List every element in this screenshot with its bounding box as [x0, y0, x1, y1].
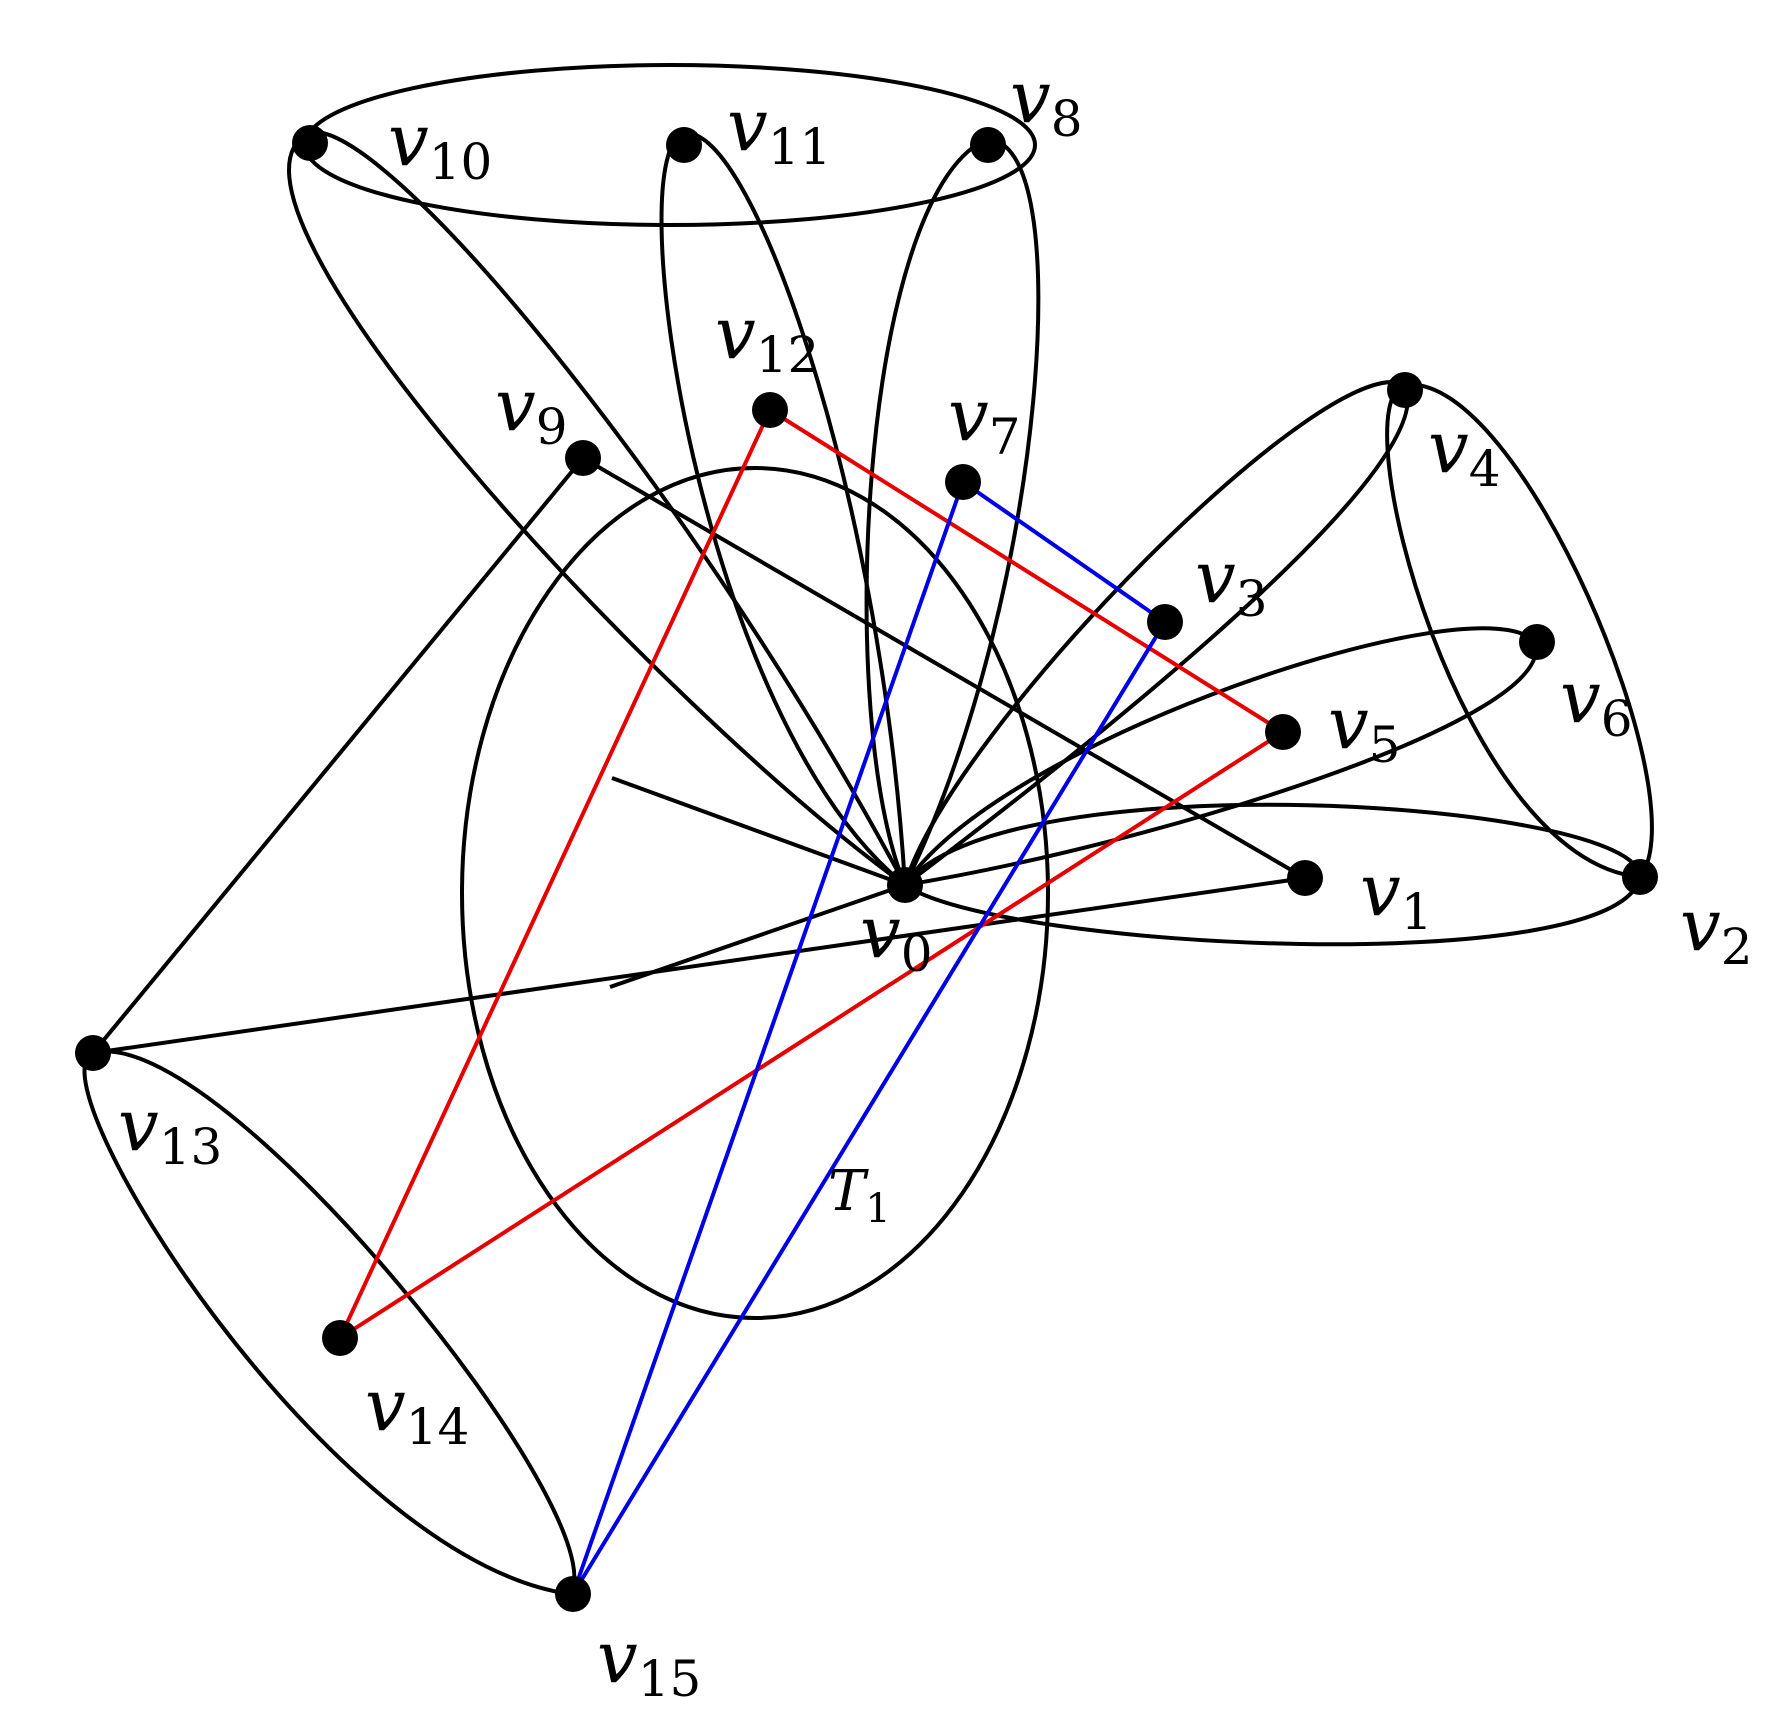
label-v2-sub: 2 [1721, 918, 1753, 976]
label-v9-letter: v [495, 363, 536, 447]
label-v1-letter: v [1360, 848, 1401, 932]
vertex-v10[interactable] [292, 125, 328, 161]
vertex-v5[interactable] [1265, 714, 1301, 750]
edge-v13-v1 [91, 876, 1307, 1055]
label-v5: v5 [1328, 681, 1401, 774]
label-v10-sub: 10 [429, 133, 493, 191]
vertex-v1[interactable] [1287, 860, 1323, 896]
v0-loops [82, 130, 1654, 1597]
edge-v12-v14 [338, 408, 772, 1340]
vertex-v11[interactable] [666, 127, 702, 163]
label-v12-sub: 12 [756, 326, 820, 384]
label-v2: v2 [1680, 883, 1753, 976]
label-v11-sub: 11 [768, 118, 832, 176]
vertex-v14[interactable] [322, 1320, 358, 1356]
label-v9-sub: 9 [536, 398, 568, 456]
edge-v5-v14 [338, 730, 1285, 1340]
region-label-sub: 1 [865, 1186, 890, 1232]
label-v13-sub: 13 [159, 1118, 223, 1176]
label-v12: v12 [715, 291, 819, 384]
label-v5-letter: v [1328, 681, 1369, 765]
label-v4-letter: v [1428, 405, 1469, 489]
edge-v3-v15 [571, 620, 1167, 1596]
label-v14-letter: v [365, 1363, 406, 1447]
label-v7-letter: v [948, 373, 989, 457]
stub-edge-upper [611, 776, 906, 887]
edge-v9-v13 [91, 456, 585, 1055]
label-v14-sub: 14 [406, 1398, 470, 1456]
vertex-v2[interactable] [1622, 859, 1658, 895]
loop-v0-v6 [903, 626, 1539, 887]
label-v15-sub: 15 [638, 1650, 702, 1708]
vertex-group [75, 125, 1658, 1612]
label-v1-sub: 1 [1401, 883, 1433, 941]
label-v1: v1 [1360, 848, 1433, 941]
label-v15-letter: v [597, 1615, 638, 1699]
label-v0: v0 [860, 890, 933, 983]
region-label-t1: T1 [828, 1159, 891, 1232]
region-t1-ellipse [460, 466, 1050, 1320]
label-v3: v3 [1195, 535, 1268, 628]
label-v9: v9 [495, 363, 568, 456]
label-v11-letter: v [727, 83, 768, 167]
label-v7: v7 [948, 373, 1021, 466]
vertex-v13[interactable] [75, 1035, 111, 1071]
vertex-v3[interactable] [1147, 604, 1183, 640]
label-v3-sub: 3 [1236, 570, 1268, 628]
edge-v7-v15 [571, 480, 965, 1596]
label-v15: v15 [597, 1615, 701, 1708]
edge-group [91, 408, 1307, 1596]
vertex-v9[interactable] [565, 440, 601, 476]
edge-v12-v5 [768, 408, 1285, 734]
label-v5-sub: 5 [1369, 716, 1401, 774]
label-v3-letter: v [1195, 535, 1236, 619]
vertex-v15[interactable] [555, 1576, 591, 1612]
label-v10-letter: v [388, 98, 429, 182]
vertex-v4[interactable] [1387, 372, 1423, 408]
vertex-v7[interactable] [945, 464, 981, 500]
vertex-v0[interactable] [887, 867, 923, 903]
label-v4: v4 [1428, 405, 1501, 498]
label-v0-sub: 0 [901, 925, 933, 983]
label-v11: v11 [727, 83, 831, 176]
label-v6-letter: v [1560, 655, 1601, 739]
label-v12-letter: v [715, 291, 756, 375]
label-v10: v10 [388, 98, 492, 191]
label-v8: v8 [1010, 55, 1083, 148]
label-v13-letter: v [118, 1083, 159, 1167]
edge-v9-v1 [581, 456, 1307, 880]
region-label-letter: T [828, 1159, 869, 1224]
loop-v0-v2 [903, 802, 1643, 947]
label-v13: v13 [118, 1083, 222, 1176]
label-v7-sub: 7 [989, 408, 1021, 466]
label-v4-sub: 4 [1469, 440, 1501, 498]
label-v6: v6 [1560, 655, 1633, 748]
vertex-v12[interactable] [752, 392, 788, 428]
label-v14: v14 [365, 1363, 469, 1456]
label-v8-sub: 8 [1051, 90, 1083, 148]
label-v2-letter: v [1680, 883, 1721, 967]
label-v8-letter: v [1010, 55, 1051, 139]
edge-v7-v3 [961, 480, 1167, 624]
label-v0-letter: v [860, 890, 901, 974]
label-v6-sub: 6 [1601, 690, 1633, 748]
vertex-v6[interactable] [1519, 624, 1555, 660]
vertex-v8[interactable] [970, 127, 1006, 163]
